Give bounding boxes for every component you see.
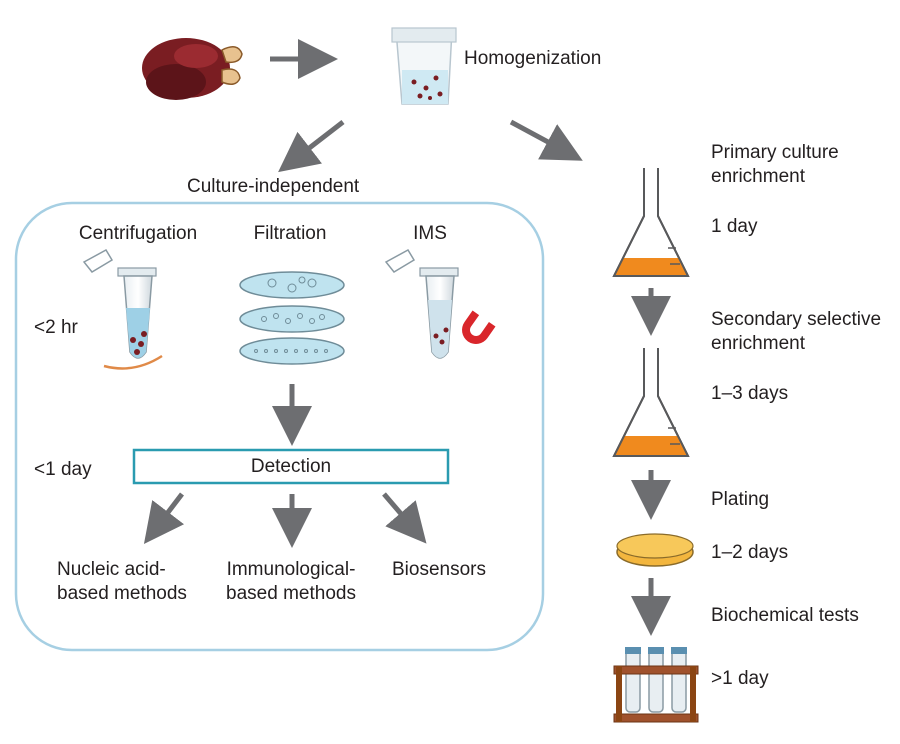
erlenmeyer-flask-icon [612,348,690,457]
time-label-over-1-day: >1 day [711,668,769,689]
detection-label: Detection [250,456,332,477]
detection-box [132,448,450,485]
petri-dish-icon [616,533,694,567]
arrow-to-biosensors [382,492,427,544]
microtube-icon [82,248,163,370]
time-label-1day: 1 day [711,216,758,237]
stomacher-bag-icon [391,27,457,105]
arrow-to-nucleic-acid [143,492,185,544]
arrow-to-culture-enrichment [509,119,583,161]
time-label-1-3-days: 1–3 days [711,383,789,404]
step-plating-label: Plating [711,489,770,510]
outcome-biosensors-label: Biosensors [392,559,486,580]
time-label-2hr: <2 hr [34,317,78,338]
homogenization-label: Homogenization [464,48,602,69]
outcome-nucleic-acid-label: Nucleic acid-based methods [57,559,187,604]
culture-independent-title: Culture-independent [187,176,360,197]
culture-independent-panel [14,201,545,652]
method-filtration-label: Filtration [253,223,327,244]
raw-chicken-icon [142,38,243,100]
step-biochemical-tests-label: Biochemical tests [711,605,859,626]
arrow-to-culture-independent [278,120,345,173]
test-tube-rack-icon [613,647,699,723]
method-ims-label: IMS [413,223,447,244]
method-centrifugation-label: Centrifugation [78,223,198,244]
microtube-icon [384,248,459,359]
outcome-immunological-label: Immunological-based methods [226,559,356,604]
time-label-1-2-days: 1–2 days [711,542,789,563]
filter-disc-icon [239,271,345,365]
time-label-1day-left: <1 day [34,459,92,480]
erlenmeyer-flask-icon [612,168,690,277]
magnet-icon [462,310,496,344]
